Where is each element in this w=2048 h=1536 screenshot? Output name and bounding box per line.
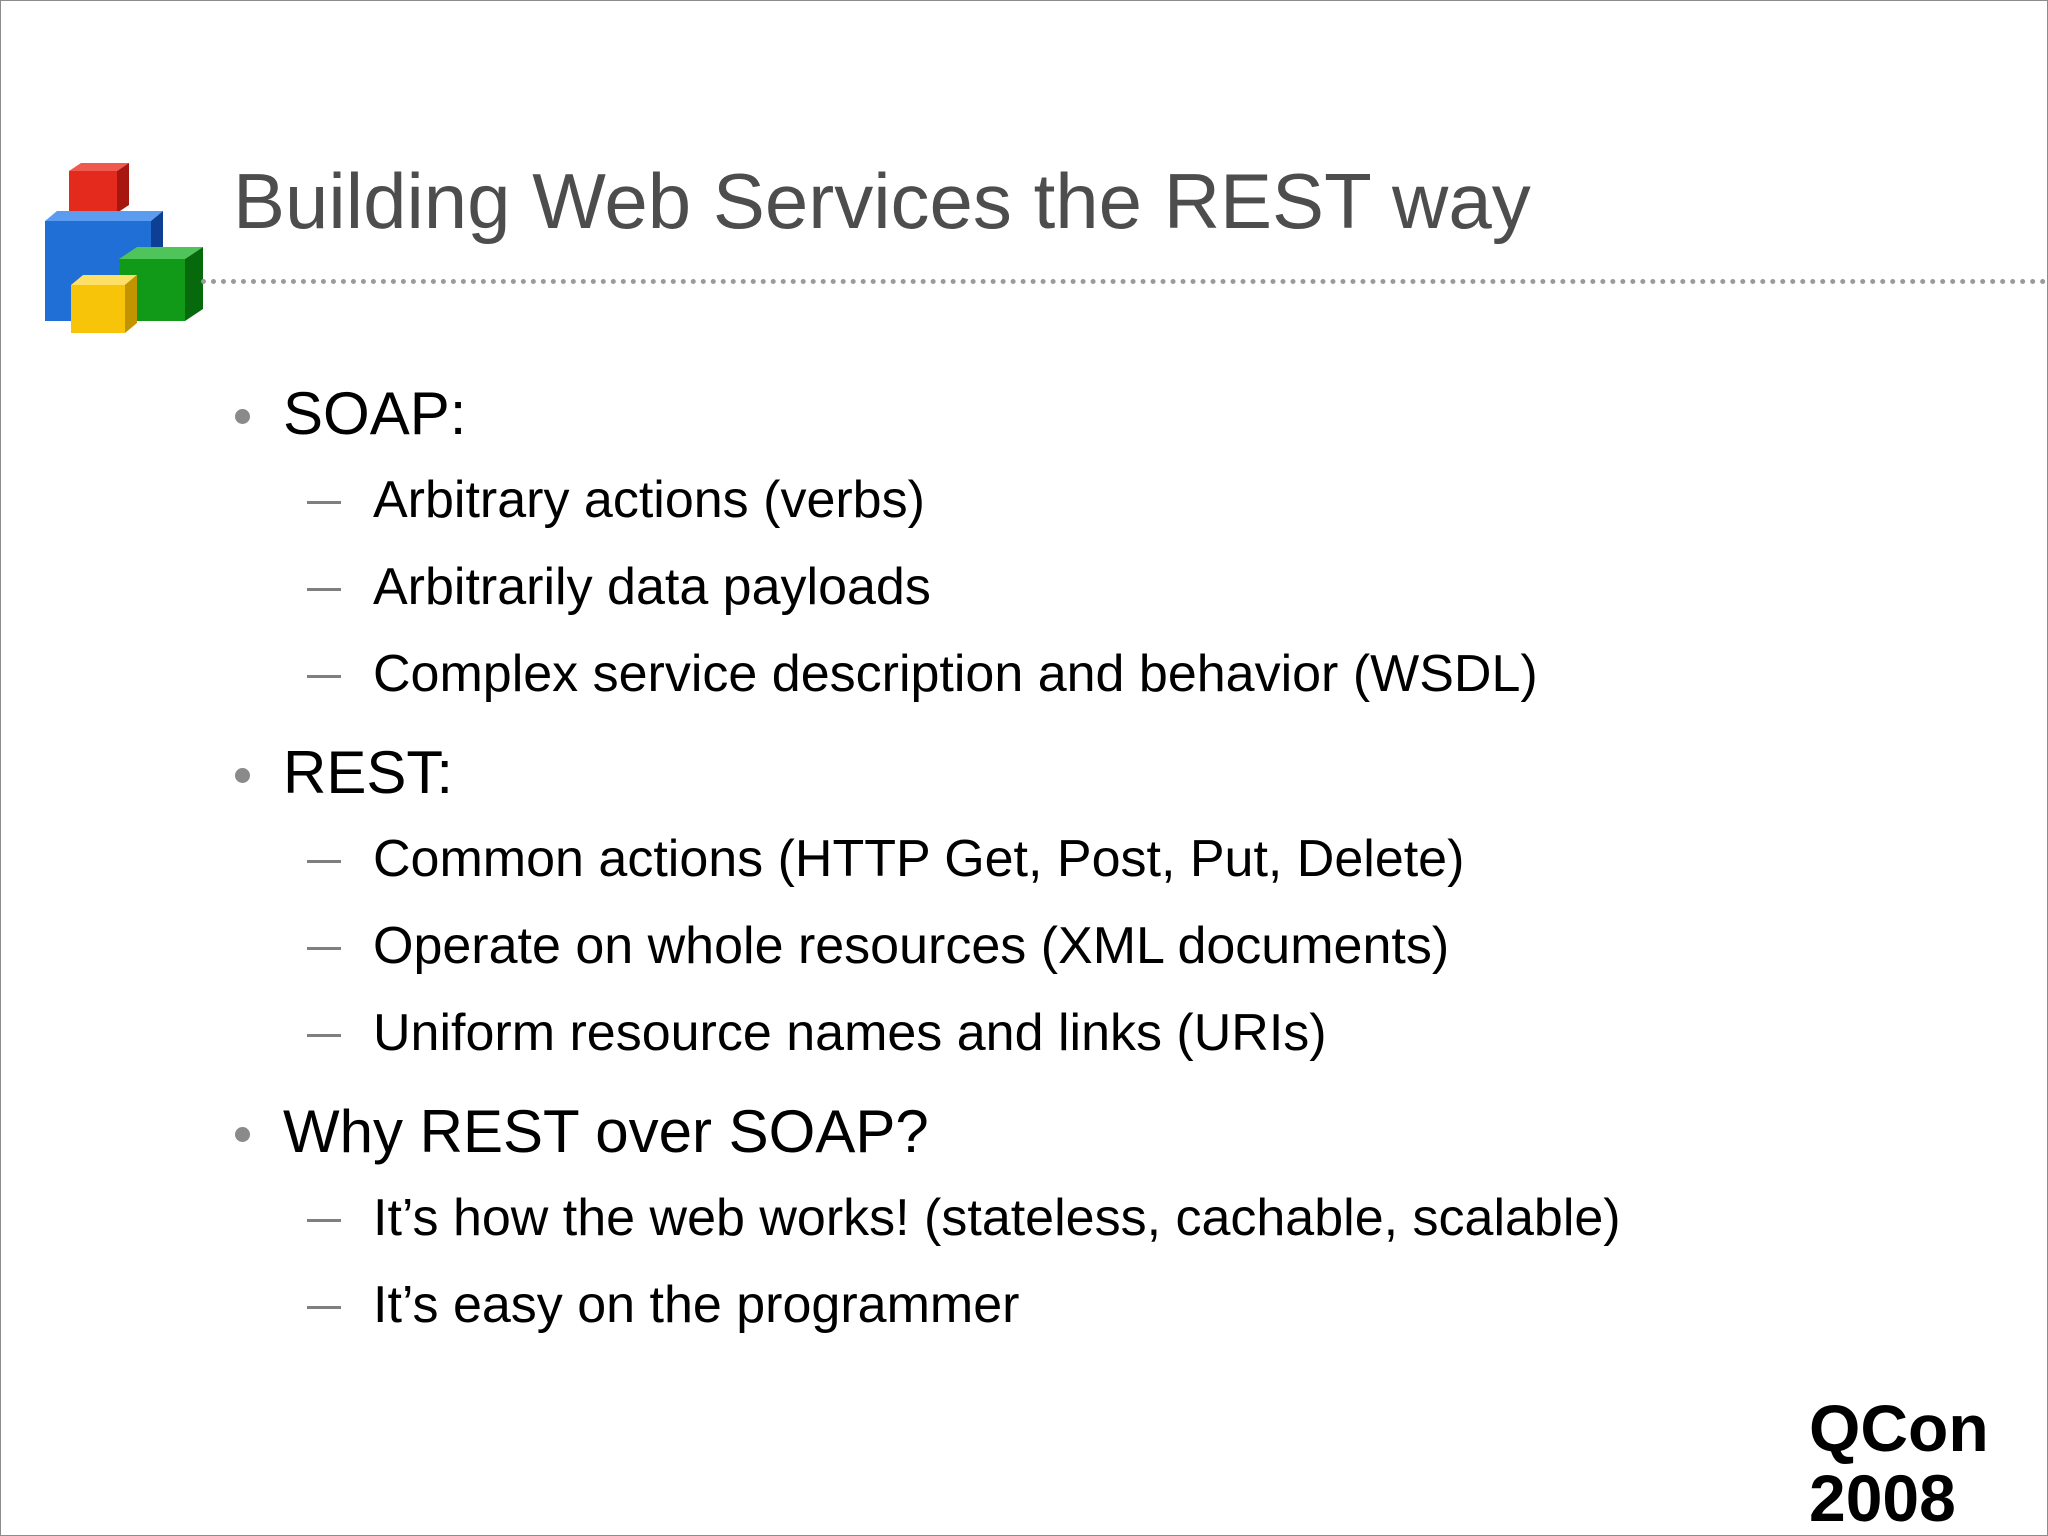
dash-icon xyxy=(307,501,341,504)
slide-title: Building Web Services the REST way xyxy=(233,157,1531,245)
sub-bullet-list: It’s how the web works! (stateless, cach… xyxy=(231,1175,2011,1349)
bullet-dot-icon xyxy=(235,768,250,783)
bullet-label: Why REST over SOAP? xyxy=(283,1098,929,1165)
sub-bullet-item: Uniform resource names and links (URIs) xyxy=(231,990,2011,1077)
dash-icon xyxy=(307,675,341,678)
dash-icon xyxy=(307,947,341,950)
stacked-cubes-logo-icon xyxy=(45,163,203,333)
bullet-rest: REST: Common actions (HTTP Get, Post, Pu… xyxy=(231,730,2011,1077)
conference-brand: QCon 2008 xyxy=(1809,1393,1989,1533)
dash-icon xyxy=(307,1219,341,1222)
bullet-label: REST: xyxy=(283,739,454,806)
dash-icon xyxy=(307,1034,341,1037)
bullet-soap: SOAP: Arbitrary actions (verbs) Arbitrar… xyxy=(231,371,2011,718)
sub-bullet-text: Common actions (HTTP Get, Post, Put, Del… xyxy=(373,830,1465,888)
sub-bullet-item: Arbitrarily data payloads xyxy=(231,544,2011,631)
brand-name: QCon xyxy=(1809,1391,1989,1465)
bullet-item: REST: xyxy=(231,730,2011,816)
sub-bullet-text: Operate on whole resources (XML document… xyxy=(373,917,1450,975)
bullet-dot-icon xyxy=(235,1127,250,1142)
sub-bullet-item: It’s easy on the programmer xyxy=(231,1262,2011,1349)
sub-bullet-text: Complex service description and behavior… xyxy=(373,645,1538,703)
sub-bullet-text: Arbitrarily data payloads xyxy=(373,558,931,616)
bullet-label: SOAP: xyxy=(283,380,467,447)
sub-bullet-list: Arbitrary actions (verbs) Arbitrarily da… xyxy=(231,457,2011,718)
sub-bullet-text: Uniform resource names and links (URIs) xyxy=(373,1004,1327,1062)
sub-bullet-text: It’s easy on the programmer xyxy=(373,1276,1020,1334)
sub-bullet-item: Common actions (HTTP Get, Post, Put, Del… xyxy=(231,816,2011,903)
bullet-item: Why REST over SOAP? xyxy=(231,1089,2011,1175)
brand-year: 2008 xyxy=(1809,1461,1956,1535)
sub-bullet-item: Complex service description and behavior… xyxy=(231,631,2011,718)
dash-icon xyxy=(307,588,341,591)
sub-bullet-item: Operate on whole resources (XML document… xyxy=(231,903,2011,990)
dash-icon xyxy=(307,860,341,863)
sub-bullet-text: Arbitrary actions (verbs) xyxy=(373,471,925,529)
bullet-list: SOAP: Arbitrary actions (verbs) Arbitrar… xyxy=(231,371,2011,1361)
sub-bullet-list: Common actions (HTTP Get, Post, Put, Del… xyxy=(231,816,2011,1077)
title-divider xyxy=(201,279,2047,284)
bullet-dot-icon xyxy=(235,409,250,424)
dash-icon xyxy=(307,1306,341,1309)
sub-bullet-item: It’s how the web works! (stateless, cach… xyxy=(231,1175,2011,1262)
bullet-why-rest: Why REST over SOAP? It’s how the web wor… xyxy=(231,1089,2011,1349)
bullet-item: SOAP: xyxy=(231,371,2011,457)
sub-bullet-item: Arbitrary actions (verbs) xyxy=(231,457,2011,544)
sub-bullet-text: It’s how the web works! (stateless, cach… xyxy=(373,1189,1621,1247)
